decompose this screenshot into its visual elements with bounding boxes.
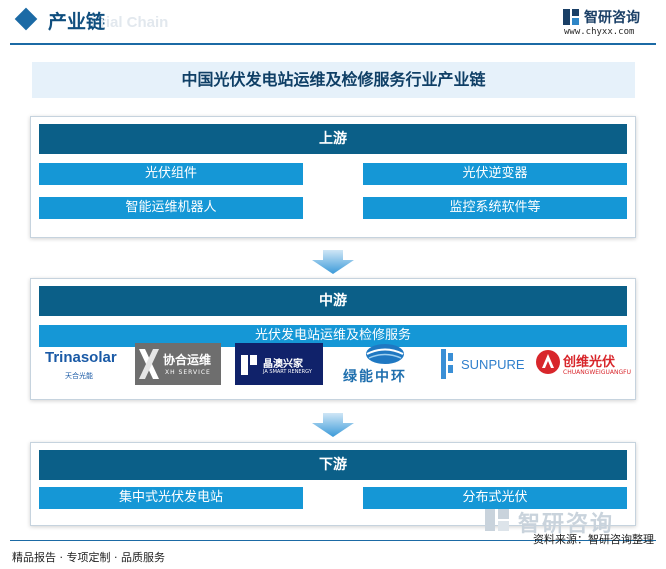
logo-name: SUNPURE bbox=[461, 357, 525, 372]
company-logos: Trinasolar 天合光能 协合运维 XH SERVICE 晶澳兴家 JA … bbox=[39, 343, 631, 387]
globe-icon bbox=[366, 344, 404, 364]
diamond-icon bbox=[14, 7, 38, 31]
header-ghost-text: rial Chain bbox=[100, 14, 169, 31]
xh-service-logo: 协合运维 XH SERVICE bbox=[135, 343, 221, 385]
logo-sub: JA SMART RENERGY bbox=[263, 369, 312, 375]
logo-name: 绿能中环 bbox=[343, 369, 407, 385]
upstream-title: 上游 bbox=[39, 124, 627, 154]
midstream-subtitle: 光伏发电站运维及检修服务 bbox=[39, 325, 627, 347]
downstream-title: 下游 bbox=[39, 450, 627, 480]
logo-sub: 天合光能 bbox=[65, 372, 93, 380]
upstream-item: 光伏逆变器 bbox=[363, 163, 627, 185]
trinasolar-logo: Trinasolar 天合光能 bbox=[39, 343, 127, 385]
footer-divider bbox=[10, 540, 656, 541]
downstream-item: 集中式光伏发电站 bbox=[39, 487, 303, 509]
downstream-item: 分布式光伏 bbox=[363, 487, 627, 509]
logo-sub: CHUANGWEIGUANGFU bbox=[563, 369, 631, 376]
watermark-mark-icon bbox=[485, 509, 509, 531]
sunpure-mark-icon bbox=[441, 349, 453, 379]
page-footer: 精品报告 · 专项定制 · 品质服务 资料来源：智研咨询整理 bbox=[0, 533, 666, 569]
brand-mark-icon bbox=[563, 9, 579, 25]
logo-name: 协合运维 bbox=[163, 353, 212, 367]
logo-name: 晶澳兴家 bbox=[263, 359, 303, 370]
brand-logo: 智研咨询 www.chyxx.com bbox=[562, 6, 654, 40]
brand-url: www.chyxx.com bbox=[564, 27, 635, 37]
ja-smart-logo: 晶澳兴家 JA SMART RENERGY bbox=[235, 343, 323, 385]
footer-source: 资料来源：智研咨询整理 bbox=[533, 533, 654, 546]
upstream-panel: 上游 光伏组件 光伏逆变器 智能运维机器人 监控系统软件等 bbox=[30, 116, 636, 238]
watermark: 智研咨询 bbox=[484, 506, 656, 537]
footer-slogan: 精品报告 · 专项定制 · 品质服务 bbox=[12, 551, 165, 564]
ja-mark-icon bbox=[241, 355, 257, 375]
watermark-text: 智研咨询 bbox=[518, 512, 615, 537]
logo-name: Trinasolar bbox=[45, 349, 117, 366]
midstream-title: 中游 bbox=[39, 286, 627, 316]
midstream-panel: 中游 光伏发电站运维及检修服务 Trinasolar 天合光能 协合运维 XH … bbox=[30, 278, 636, 400]
sunpure-logo: SUNPURE bbox=[441, 343, 533, 385]
logo-sub: XH SERVICE bbox=[165, 369, 211, 376]
chuangwei-mark-icon bbox=[536, 350, 560, 374]
upstream-item: 智能运维机器人 bbox=[39, 197, 303, 219]
page-title: 产业链 bbox=[48, 11, 106, 33]
diagram-title: 中国光伏发电站运维及检修服务行业产业链 bbox=[32, 62, 635, 98]
x-mark-icon bbox=[139, 349, 159, 379]
lvneng-logo: 绿能中环 bbox=[337, 343, 433, 385]
header-divider bbox=[10, 43, 656, 45]
upstream-item: 光伏组件 bbox=[39, 163, 303, 185]
brand-name: 智研咨询 bbox=[584, 10, 640, 26]
arrow-down-icon bbox=[312, 413, 354, 437]
arrow-down-icon bbox=[312, 250, 354, 274]
upstream-item: 监控系统软件等 bbox=[363, 197, 627, 219]
logo-name: 创维光伏 bbox=[563, 355, 616, 370]
page-header: 产业链 rial Chain 智研咨询 www.chyxx.com bbox=[0, 0, 666, 45]
downstream-panel: 下游 集中式光伏发电站 分布式光伏 bbox=[30, 442, 636, 526]
chuangwei-logo: 创维光伏 CHUANGWEIGUANGFU bbox=[535, 343, 631, 385]
